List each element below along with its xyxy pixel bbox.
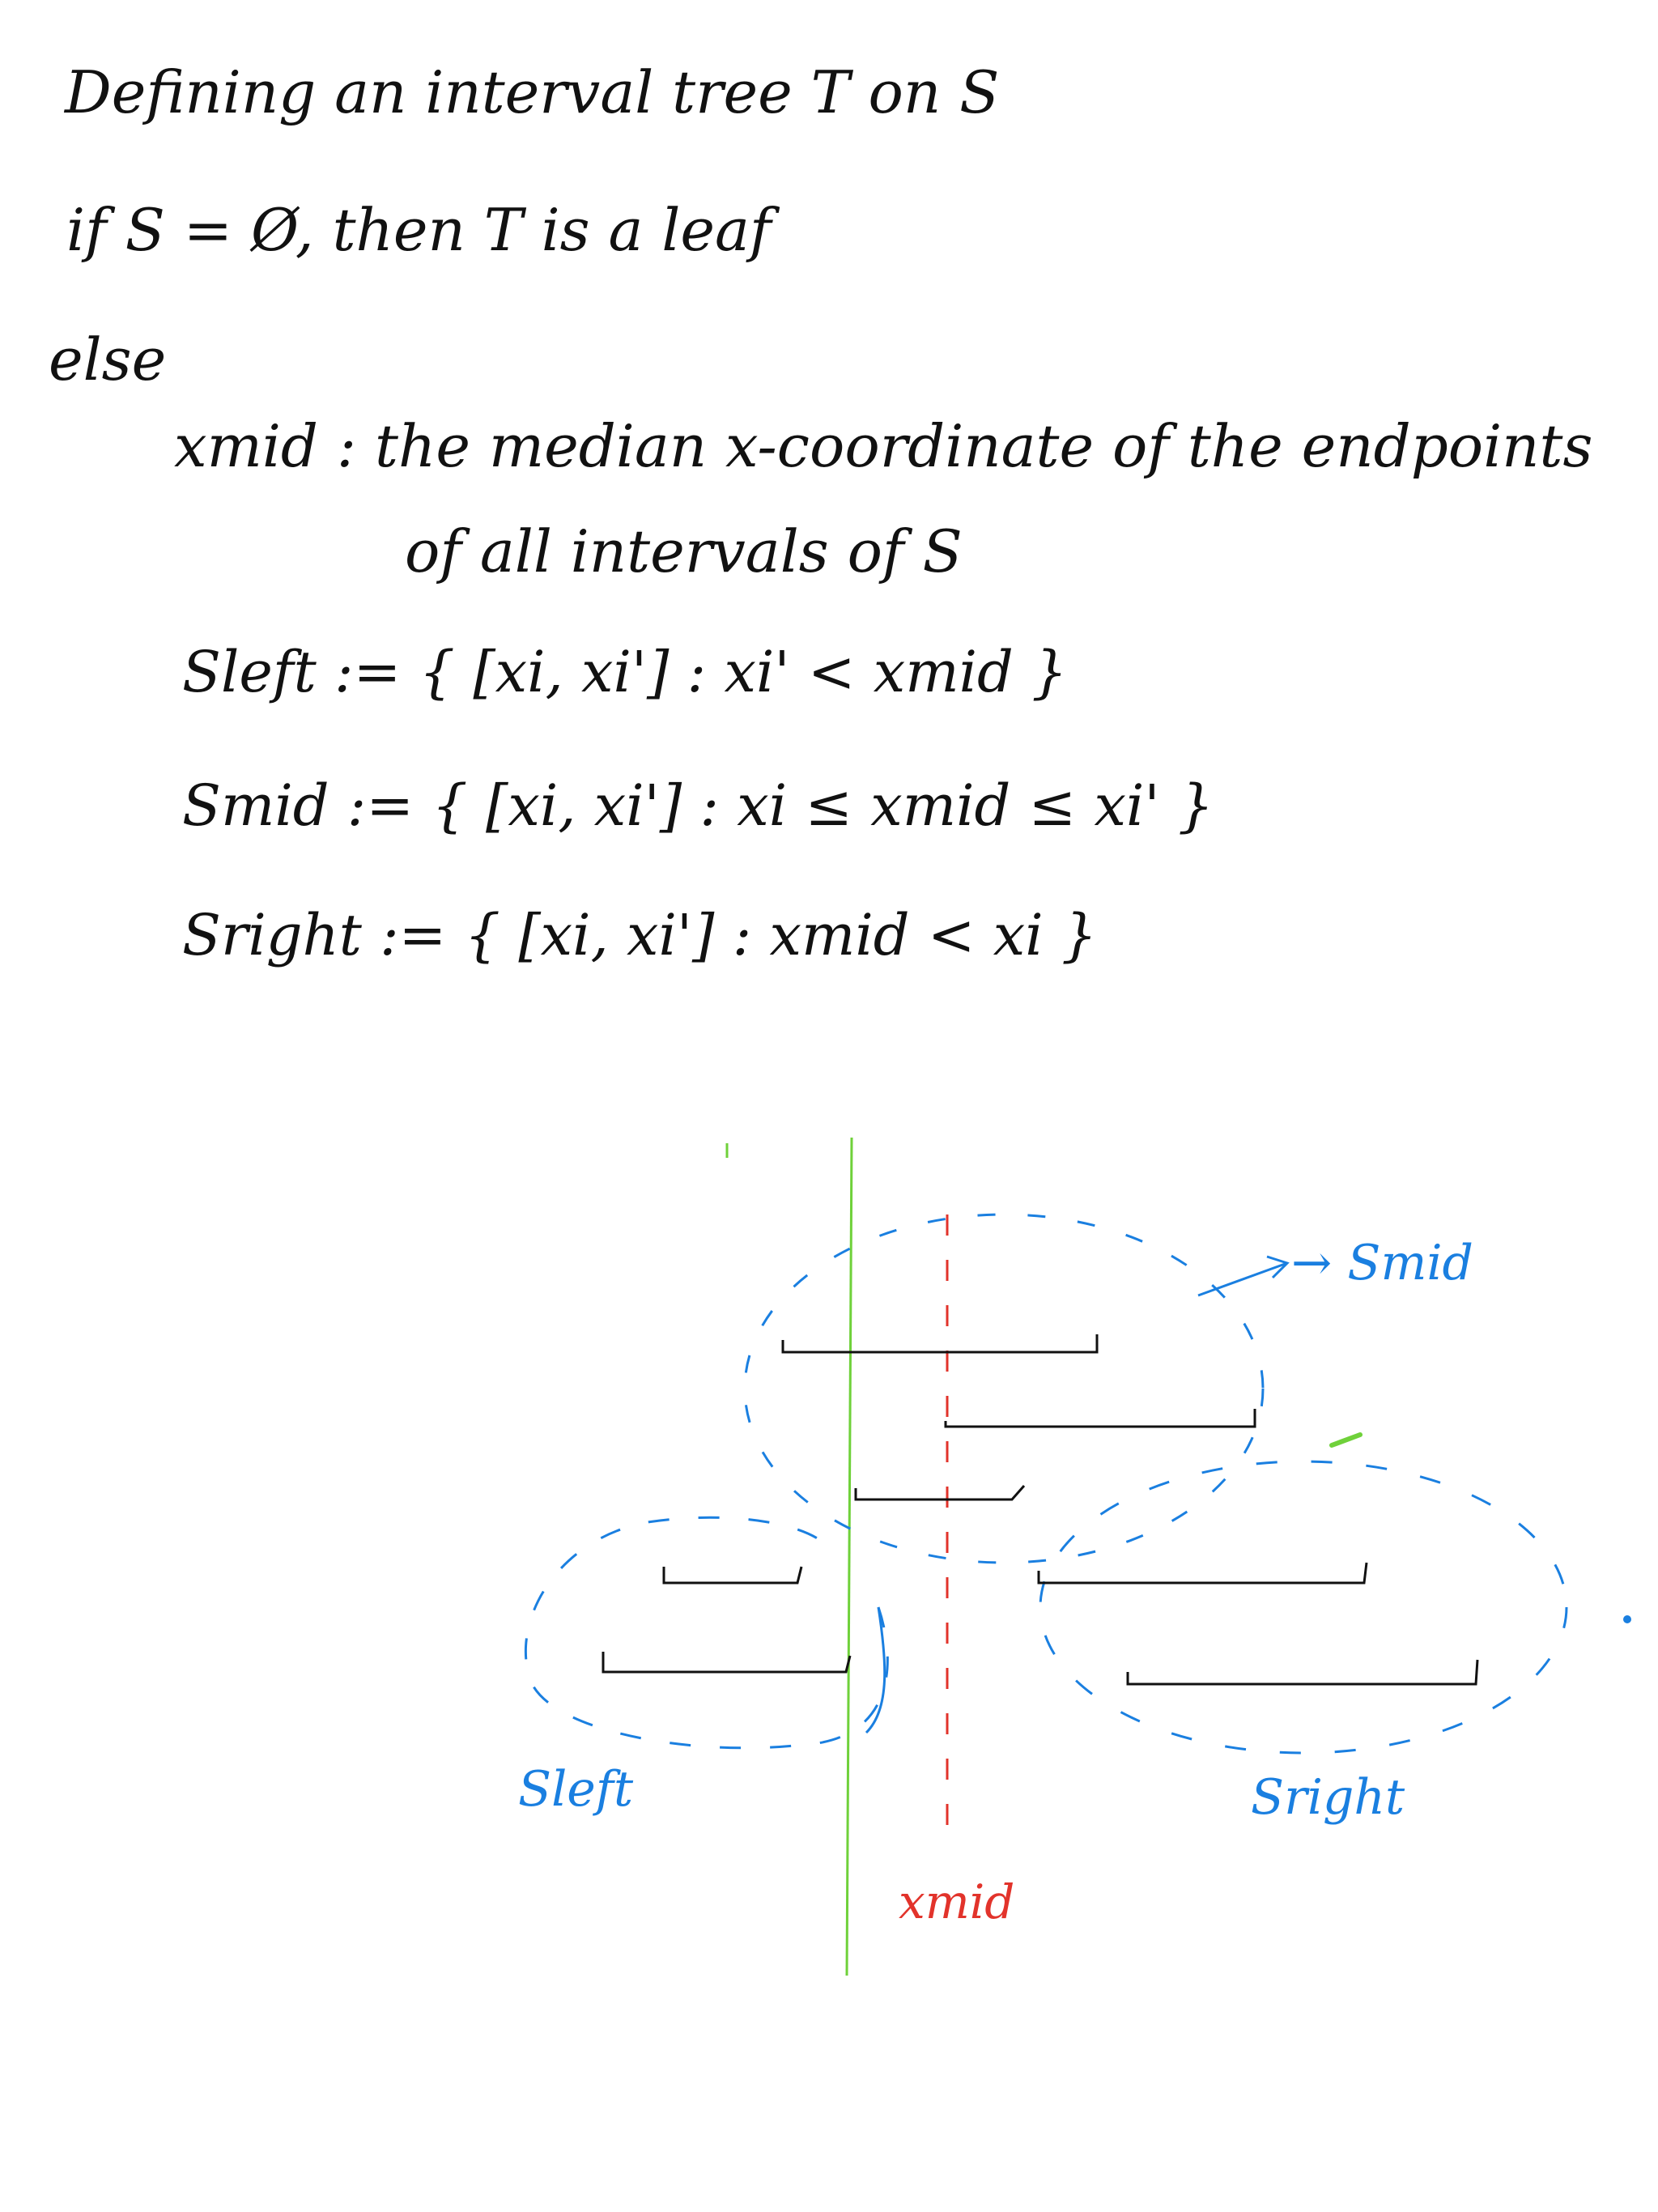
note-title: Defining an interval tree T on S (65, 58, 1000, 126)
smid-arrow-head (1266, 1255, 1290, 1279)
smid-label: → Smid (1291, 1235, 1473, 1291)
sright-definition: Sright := { [xi, xi'] : xmid < xi } (182, 902, 1098, 968)
sleft-definition: Sleft := { [xi, xi'] : xi' < xmid } (182, 639, 1068, 705)
stray-dot (1623, 1615, 1631, 1623)
stray-mark (1329, 1432, 1363, 1448)
interval (662, 1566, 803, 1585)
interval (854, 1485, 1026, 1501)
sleft-label: Sleft (518, 1761, 634, 1818)
note-else: else (49, 325, 167, 393)
note-xmid-definition-cont: of all intervals of S (405, 517, 963, 585)
note-base-case: if S = Ø, then T is a leaf (66, 196, 772, 264)
note-xmid-definition: xmid : the median x-coordinate of the en… (174, 412, 1593, 480)
smid-outline (743, 1213, 1265, 1564)
query-line (845, 1137, 853, 1976)
smid-definition: Smid := { [xi, xi'] : xi ≤ xmid ≤ xi' } (182, 772, 1214, 839)
smid-arrow (1197, 1261, 1288, 1297)
xmid-label: xmid (899, 1874, 1015, 1929)
interval (602, 1652, 852, 1674)
sleft-outline-solid (865, 1606, 886, 1734)
interval (944, 1409, 1256, 1428)
sright-label: Sright (1251, 1769, 1405, 1826)
intervals (602, 1334, 1479, 1686)
interval (781, 1334, 1099, 1354)
sleft-outline (524, 1516, 889, 1750)
interval (1037, 1562, 1368, 1585)
sright-outline (1039, 1460, 1568, 1755)
interval (1126, 1659, 1479, 1686)
